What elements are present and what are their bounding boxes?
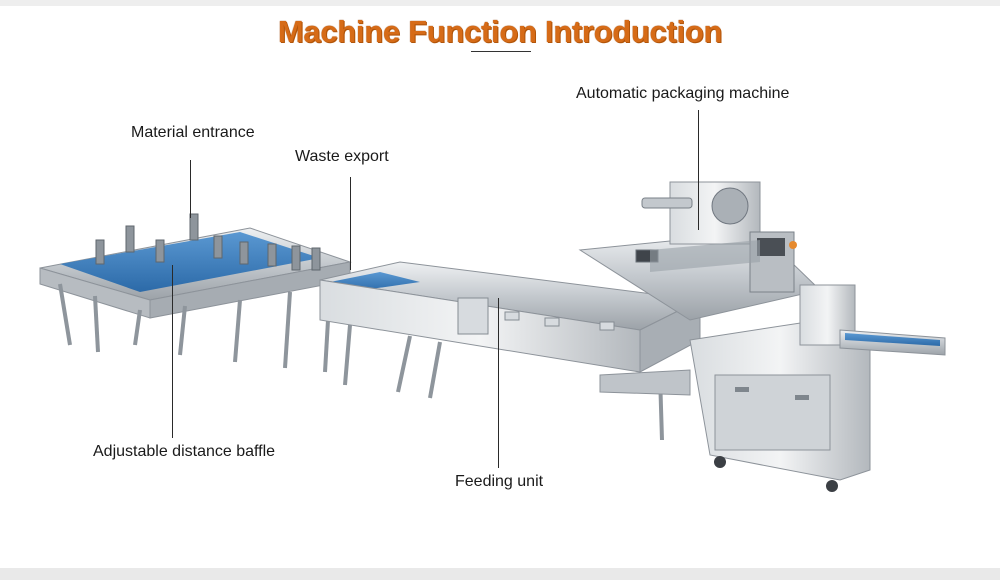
- label-adjustable-distance-baffle: Adjustable distance baffle: [93, 443, 276, 460]
- leader-automatic-packaging-machine: [698, 110, 699, 230]
- title-underline: [471, 51, 531, 52]
- leader-waste-export: [350, 177, 351, 270]
- packaging-machine: [578, 181, 946, 492]
- feeding-table: [319, 261, 702, 441]
- leader-adjustable-distance-baffle: [172, 265, 173, 438]
- top-border: [0, 0, 1000, 6]
- page-title: Machine Function Introduction: [277, 14, 723, 49]
- label-material-entrance: Material entrance: [131, 124, 255, 141]
- leader-feeding-unit: [498, 298, 499, 468]
- leader-material-entrance: [190, 160, 191, 218]
- label-waste-export: Waste export: [295, 148, 389, 165]
- label-automatic-packaging-machine: Automatic packaging machine: [576, 85, 790, 102]
- bottom-border: [0, 568, 1000, 580]
- infeed-conveyor: [39, 213, 352, 373]
- label-feeding-unit: Feeding unit: [455, 473, 544, 490]
